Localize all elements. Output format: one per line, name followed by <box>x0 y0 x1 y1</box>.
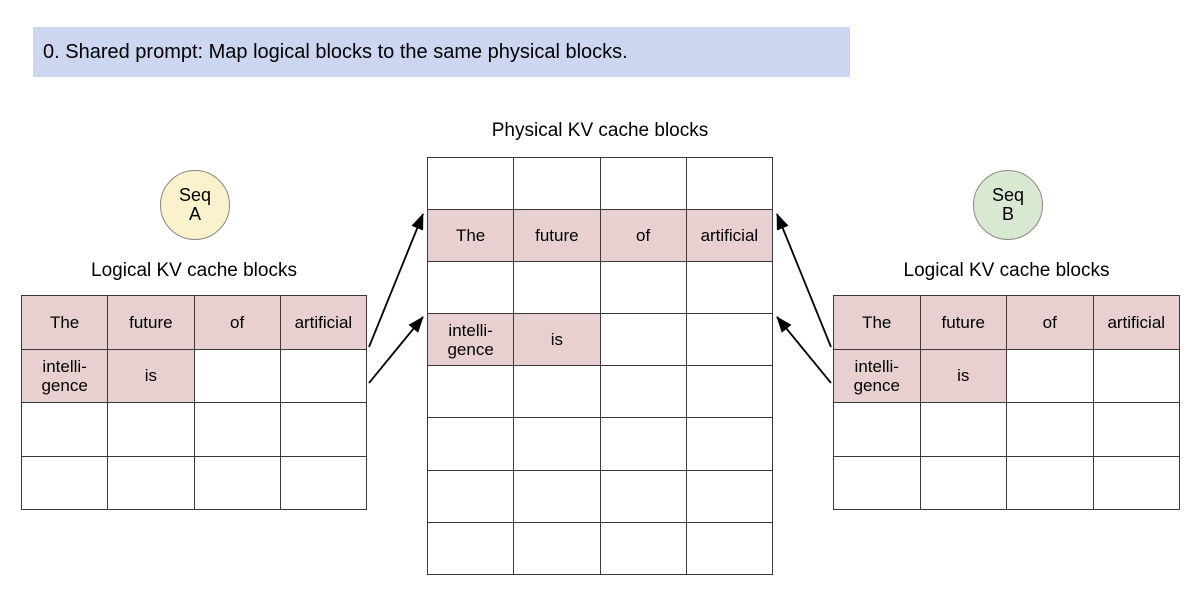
logical-blocks-grid-a-cell: The <box>20 295 109 350</box>
physical-blocks-grid-cell <box>685 469 774 523</box>
physical-blocks-grid-cell <box>599 365 687 419</box>
logical-blocks-grid-b-cell <box>1006 455 1094 510</box>
logical-blocks-grid-a-cell <box>193 455 281 510</box>
logical-blocks-grid-b-cell: intelli-gence <box>833 348 921 403</box>
physical-blocks-grid-cell <box>426 469 515 523</box>
logical-blocks-grid-a-cell <box>107 455 195 510</box>
seq-a-label-line2: A <box>188 204 201 224</box>
physical-blocks-grid-cell <box>599 261 687 315</box>
seq-a-badge: Seq A <box>160 170 230 240</box>
physical-blocks-grid-cell <box>513 417 601 471</box>
physical-blocks-grid-cell <box>599 156 687 211</box>
physical-blocks-grid-cell: of <box>599 209 687 263</box>
physical-blocks-grid-cell: is <box>513 313 601 367</box>
physical-blocks-grid-row <box>426 521 774 575</box>
logical-blocks-grid-a-cell: future <box>107 295 195 350</box>
logical-blocks-grid-a-cell: artificial <box>279 295 368 350</box>
prompt-banner: 0. Shared prompt: Map logical blocks to … <box>33 27 850 77</box>
logical-blocks-grid-a-cell: intelli-gence <box>20 348 109 403</box>
logical-blocks-grid-a-cell: is <box>107 348 195 403</box>
logical-blocks-grid-b-cell <box>919 402 1007 457</box>
logical-blocks-grid-b-cell: artificial <box>1092 295 1180 350</box>
physical-blocks-grid-cell: future <box>513 209 601 263</box>
physical-blocks-grid-cell <box>685 261 774 315</box>
physical-blocks-grid-cell <box>513 469 601 523</box>
logical-blocks-grid-b-cell <box>833 402 921 457</box>
physical-blocks-grid-row <box>426 156 774 211</box>
physical-blocks-grid-cell <box>685 313 774 367</box>
logical-blocks-grid-a-cell <box>193 348 281 403</box>
logical-blocks-grid-b-cell <box>833 455 921 510</box>
physical-blocks-grid-row <box>426 469 774 523</box>
physical-blocks-grid-cell <box>599 521 687 575</box>
logical-blocks-grid-a-row <box>20 402 368 457</box>
physical-blocks-grid-row <box>426 365 774 419</box>
mapping-arrow-b-row2 <box>776 316 832 384</box>
logical-blocks-grid-b-cell <box>1092 402 1180 457</box>
logical-blocks-grid-a-cell <box>107 402 195 457</box>
physical-blocks-grid-cell <box>513 261 601 315</box>
physical-blocks-grid-cell <box>685 365 774 419</box>
physical-blocks-grid-cell <box>513 156 601 211</box>
mapping-arrow-b-row1 <box>776 213 832 348</box>
physical-blocks-grid-cell <box>513 521 601 575</box>
physical-blocks-grid-cell <box>426 156 515 211</box>
logical-blocks-grid-b-cell: is <box>919 348 1007 403</box>
physical-blocks-grid-cell <box>426 521 515 575</box>
logical-blocks-grid-b-cell: future <box>919 295 1007 350</box>
seq-b-badge: Seq B <box>973 170 1043 240</box>
logical-blocks-caption-a: Logical KV cache blocks <box>91 260 297 281</box>
physical-blocks-grid-cell <box>685 156 774 211</box>
physical-blocks-grid-cell <box>426 417 515 471</box>
physical-blocks-grid-cell <box>513 365 601 419</box>
physical-blocks-grid-cell <box>599 313 687 367</box>
logical-blocks-grid-b-cell <box>1092 455 1180 510</box>
seq-b-label-line2: B <box>1001 204 1014 224</box>
logical-blocks-grid-a-cell <box>279 402 368 457</box>
seq-b-label-line1: Seq <box>991 184 1025 205</box>
mapping-arrow-a-row1 <box>368 213 424 348</box>
logical-blocks-grid-a-cell <box>279 348 368 403</box>
seq-a-label-line1: Seq <box>178 184 212 205</box>
physical-blocks-grid-cell: The <box>426 209 515 263</box>
mapping-arrow-a-row2 <box>368 316 424 384</box>
prompt-banner-text: 0. Shared prompt: Map logical blocks to … <box>43 40 628 63</box>
physical-blocks-caption: Physical KV cache blocks <box>491 120 709 141</box>
physical-blocks-grid-cell <box>599 469 687 523</box>
logical-blocks-grid-a-cell <box>20 402 109 457</box>
logical-blocks-grid-a-cell: of <box>193 295 281 350</box>
physical-blocks-grid-cell <box>685 417 774 471</box>
logical-blocks-grid-b-cell <box>919 455 1007 510</box>
logical-blocks-caption-b: Logical KV cache blocks <box>903 260 1110 281</box>
logical-blocks-grid-b-row <box>833 455 1180 510</box>
physical-blocks-grid-cell <box>599 417 687 471</box>
physical-blocks-grid-cell: artificial <box>685 209 774 263</box>
physical-blocks-grid-row <box>426 261 774 315</box>
logical-blocks-grid-a-row <box>20 455 368 510</box>
logical-blocks-grid-a-cell <box>193 402 281 457</box>
logical-blocks-grid-b-cell <box>1006 402 1094 457</box>
logical-blocks-grid-b-row <box>833 402 1180 457</box>
physical-blocks-grid-cell <box>426 365 515 419</box>
logical-blocks-grid-a-cell <box>20 455 109 510</box>
logical-blocks-grid-b-cell <box>1006 348 1094 403</box>
physical-blocks-grid-cell <box>685 521 774 575</box>
physical-blocks-grid-row <box>426 417 774 471</box>
physical-blocks-grid-cell: intelli-gence <box>426 313 515 367</box>
physical-blocks-grid-cell <box>426 261 515 315</box>
logical-blocks-grid-b-cell <box>1092 348 1180 403</box>
logical-blocks-grid-b-cell: The <box>833 295 921 350</box>
logical-blocks-grid-a-cell <box>279 455 368 510</box>
logical-blocks-grid-b-cell: of <box>1006 295 1094 350</box>
